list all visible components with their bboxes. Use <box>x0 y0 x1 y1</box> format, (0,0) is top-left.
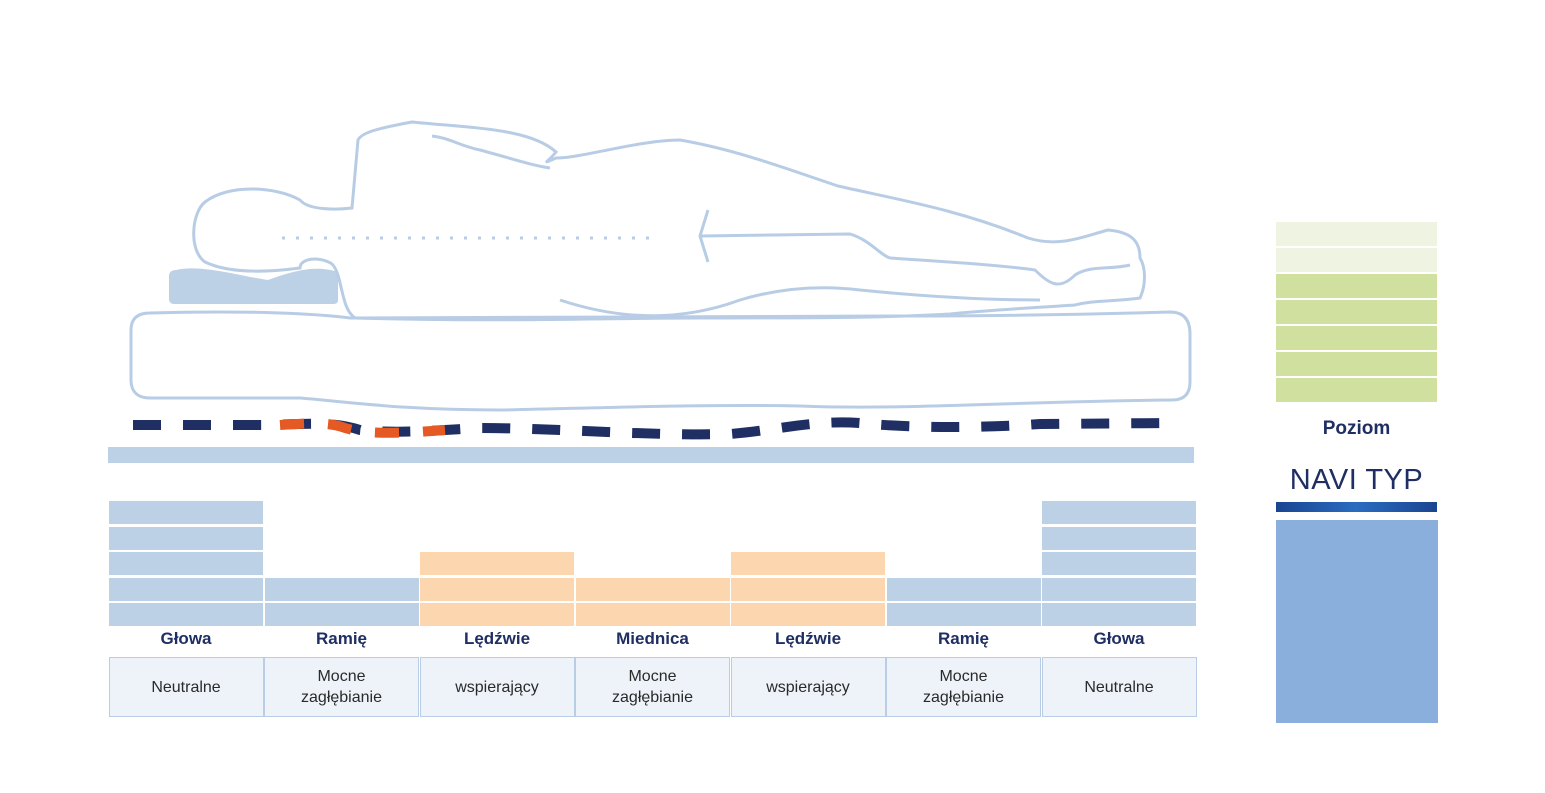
zone-level-block <box>731 603 885 626</box>
level-bar <box>1276 378 1437 402</box>
zone-label: Lędźwie <box>774 629 842 648</box>
zone-description: Mocne zagłębianie <box>264 657 419 717</box>
zone-level-block <box>264 577 419 601</box>
level-label: Poziom <box>1322 418 1391 439</box>
zone-level-block <box>886 577 1041 601</box>
zone-level-block <box>109 577 263 601</box>
navi-title: NAVI TYP <box>1289 464 1424 496</box>
support-curve <box>133 417 1173 440</box>
zone-level-block <box>1042 552 1196 575</box>
pillow <box>169 268 338 304</box>
zone-level-block <box>731 552 885 575</box>
zone-level-block <box>420 577 574 601</box>
zone-level-block <box>420 603 574 626</box>
zone-label: Lędźwie <box>463 629 531 648</box>
level-bar <box>1276 352 1437 376</box>
navi-underline <box>1276 502 1437 512</box>
zone-level-block <box>109 603 263 626</box>
body-outline <box>192 120 1146 322</box>
zone-label: Ramię <box>937 629 990 648</box>
zone-label: Miednica <box>616 629 689 648</box>
zone-level-block <box>109 552 263 575</box>
zone-description: Neutralne <box>1041 657 1197 717</box>
zone-level-block <box>1042 603 1196 626</box>
zone-description: Mocne zagłębianie <box>575 657 730 717</box>
zone-description: wspierający <box>730 657 886 717</box>
zone-label: Głowa <box>160 629 212 648</box>
zone-level-block <box>109 526 263 550</box>
zone-level-block <box>731 577 885 601</box>
zone-description: wspierający <box>419 657 575 717</box>
arm-outline <box>431 134 551 170</box>
zone-label: Głowa <box>1093 629 1145 648</box>
zone-level-block <box>1042 501 1196 524</box>
support-curve-highlight <box>279 418 446 438</box>
zone-description: Mocne zagłębianie <box>886 657 1041 717</box>
level-bar <box>1276 274 1437 298</box>
zone-level-block <box>886 603 1041 626</box>
zone-level-block <box>420 552 574 575</box>
zone-label: Ramię <box>315 629 368 648</box>
zone-description: Neutralne <box>108 657 264 717</box>
mattress <box>129 310 1192 412</box>
zone-level-block <box>575 603 730 626</box>
zone-level-block <box>109 501 263 524</box>
level-bar <box>1276 222 1437 246</box>
base-bar <box>108 447 1194 463</box>
forearm-outline <box>698 209 1131 286</box>
leg-outline <box>559 286 1041 318</box>
level-bar <box>1276 326 1437 350</box>
zone-level-block <box>1042 526 1196 550</box>
zone-level-block <box>575 577 730 601</box>
level-bar <box>1276 300 1437 324</box>
zone-level-block <box>1042 577 1196 601</box>
level-bar <box>1276 248 1437 272</box>
navi-panel <box>1276 520 1438 723</box>
zone-level-block <box>264 603 419 626</box>
